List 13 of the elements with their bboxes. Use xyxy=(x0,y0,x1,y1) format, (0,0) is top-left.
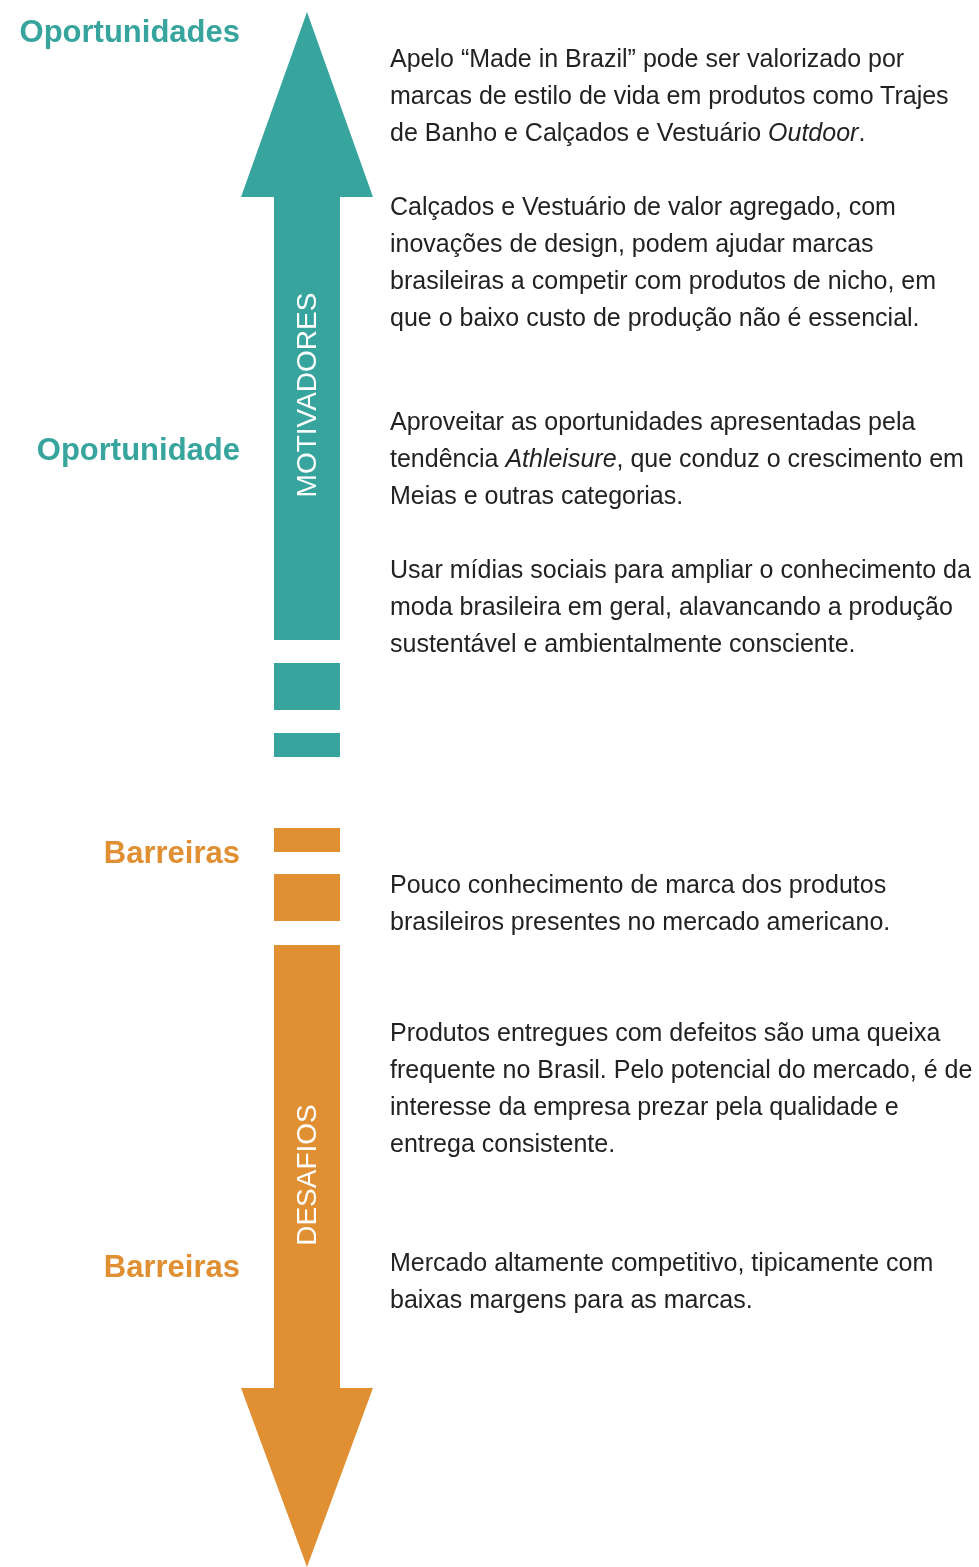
description-text: Apelo “Made in Brazil” pode ser valorizado por marcas de estilo de vida em produtos como Trajes de Banho e Calçados e Vestuário Outdoor. xyxy=(390,43,950,148)
section-heading: Oportunidades xyxy=(18,14,240,50)
description-text: Pouco conhecimento de marca dos produtos brasileiros presentes no mercado americano. xyxy=(390,869,892,937)
description-text: Usar mídias sociais para ampliar o conhecimento da moda brasileira em geral, alavancando a produção sustentável e ambientalmente consciente. xyxy=(390,554,972,659)
arrow-label: DESAFIOS xyxy=(291,1104,323,1246)
description-text: Mercado altamente competitivo, tipicamente com baixas margens para as marcas. xyxy=(390,1247,935,1315)
arrow-label: MOTIVADORES xyxy=(291,292,323,498)
section-heading: Oportunidade xyxy=(35,432,240,468)
description-text: Calçados e Vestuário de valor agregado, com inovações de design, podem ajudar marcas brasileiras a competir com produtos de nicho, em que o baixo custo de produção não é essencial. xyxy=(390,191,938,333)
description-text: Aproveitar as oportunidades apresentadas pela tendência Athleisure, que conduz o crescimento em Meias e outras categorias. xyxy=(390,406,965,511)
description-text: Produtos entregues com defeitos são uma queixa frequente no Brasil. Pelo potencial do mercado, é de interesse da empresa prezar pela qualidade e entrega consistente. xyxy=(390,1017,974,1159)
section-heading: Barreiras xyxy=(102,1249,240,1285)
section-heading: Barreiras xyxy=(102,835,240,871)
